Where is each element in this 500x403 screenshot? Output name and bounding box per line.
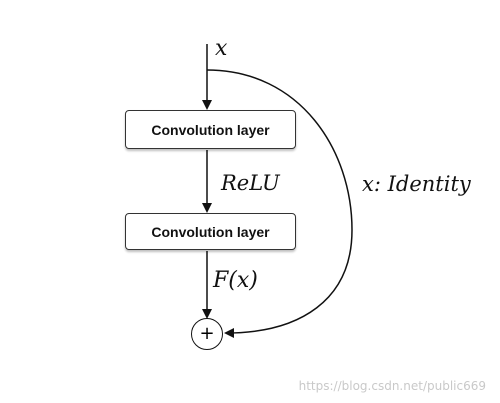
residual-function-label: F(x) — [213, 268, 258, 293]
input-x-label: x — [215, 36, 228, 61]
watermark: https://blog.csdn.net/public669 — [298, 379, 486, 393]
arrow-identity-skip — [206, 69, 353, 338]
relu-label: ReLU — [221, 171, 280, 195]
sum-node: + — [191, 318, 223, 350]
convolution-layer-1: Convolution layer — [125, 110, 296, 149]
convolution-layer-1-label: Convolution layer — [151, 121, 270, 138]
identity-label: x: Identity — [362, 172, 471, 196]
plus-icon: + — [199, 323, 215, 344]
convolution-layer-2-label: Convolution layer — [151, 223, 270, 240]
convolution-layer-2: Convolution layer — [125, 213, 296, 250]
